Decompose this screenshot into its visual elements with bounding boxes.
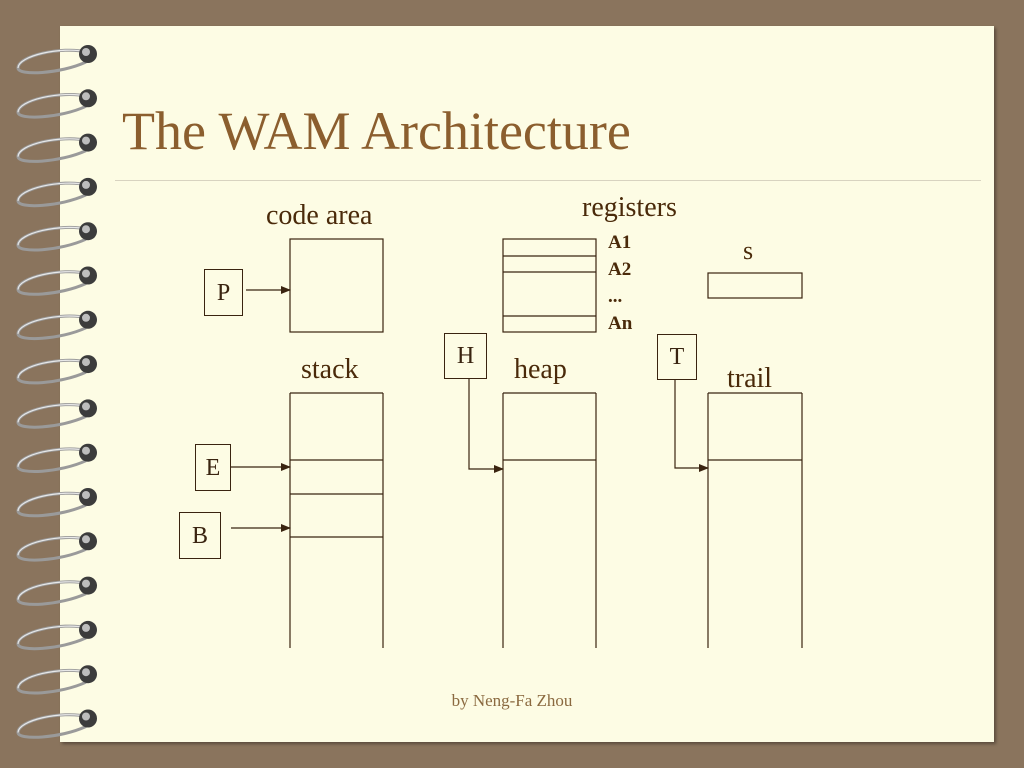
t-pointer-box: T [657,334,697,380]
register-an-label: An [608,313,633,334]
stack-label: stack [301,354,359,385]
registers-block [502,238,597,333]
register-a1-label: A1 [608,232,632,253]
slide-footer: by Neng-Fa Zhou [451,691,573,710]
s-register-box [707,272,803,299]
t-arrow [674,379,709,472]
s-label: s [743,236,754,265]
h-pointer-box: H [444,333,487,379]
h-arrow [468,379,504,473]
code-area-box [289,238,384,333]
title-divider [115,180,981,181]
trail-column [707,392,803,648]
heap-column [502,392,597,648]
spiral-binding [16,45,97,739]
code-area-label: code area [266,200,373,231]
e-pointer-box: E [195,444,231,491]
trail-label: trail [727,363,773,394]
p-pointer-box: P [204,269,243,316]
registers-label: registers [582,192,677,223]
notebook-page [60,26,994,742]
b-pointer-box: B [179,512,221,559]
register-a2-label: A2 [608,259,632,280]
heap-label: heap [514,354,567,385]
register-ellipsis-label: ... [608,286,623,307]
stack-column [289,392,384,648]
slide-title: The WAM Architecture [122,101,631,161]
